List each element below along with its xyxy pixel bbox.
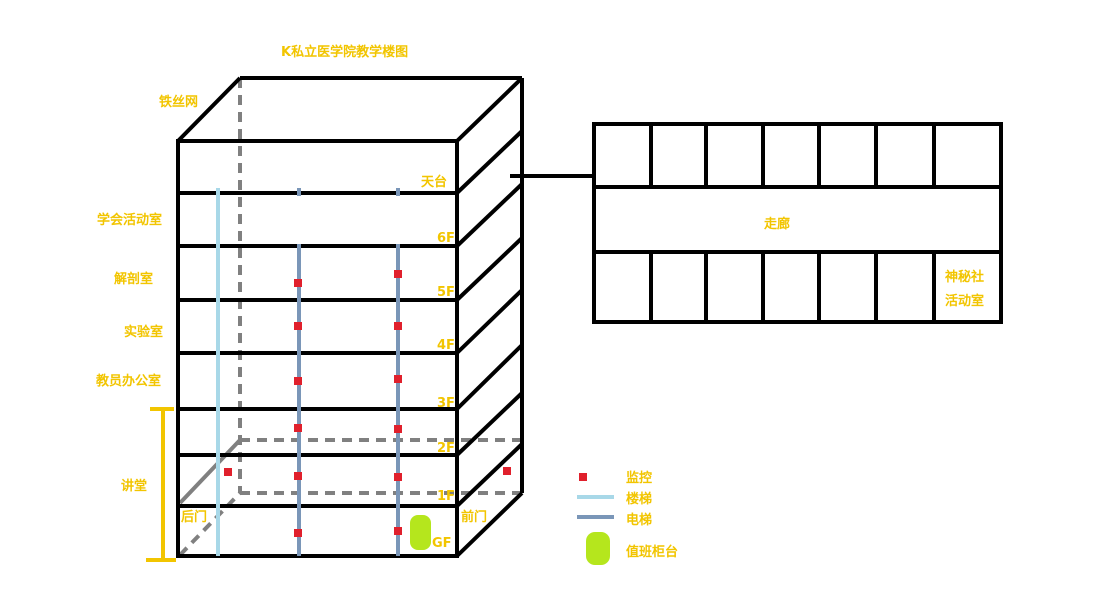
label-2f: 2F [437, 441, 455, 456]
camera-marker [294, 529, 302, 537]
camera-marker [394, 473, 402, 481]
floor-plan [592, 122, 1003, 324]
label-roof: 天台 [421, 174, 447, 190]
label-anatomy: 解剖室 [113, 271, 153, 287]
camera-marker [394, 322, 402, 330]
label-6f: 6F [437, 231, 455, 246]
label-corridor: 走廊 [764, 216, 790, 232]
camera-marker [294, 424, 302, 432]
camera-marker [294, 472, 302, 480]
camera-marker [294, 279, 302, 287]
camera-markers [224, 270, 511, 537]
legend [577, 473, 614, 565]
label-faculty-office: 教员办公室 [95, 373, 161, 389]
camera-marker [503, 467, 511, 475]
legend-stairs-label: 楼梯 [626, 491, 652, 507]
legend-camera-label: 监控 [626, 470, 652, 486]
label-gf: GF [432, 536, 452, 551]
label-4f: 4F [437, 338, 455, 353]
camera-marker [294, 377, 302, 385]
label-back-door: 后门 [181, 509, 207, 525]
duty-counter-marker [410, 515, 431, 550]
side-face-diagonals [455, 129, 524, 508]
camera-marker [394, 375, 402, 383]
label-lab: 实验室 [124, 324, 163, 340]
floor-lines [178, 191, 457, 508]
label-club-line2: 活动室 [945, 293, 984, 309]
building-outline [176, 76, 524, 558]
camera-marker [224, 468, 232, 476]
elevator-shafts [297, 188, 400, 556]
legend-camera-swatch [579, 473, 587, 481]
lecture-hall-bracket [146, 407, 176, 562]
legend-counter-swatch [586, 532, 610, 565]
diagram-title: K私立医学院教学楼图 [281, 44, 408, 60]
label-5f: 5F [437, 285, 455, 300]
label-student-union: 学会活动室 [97, 212, 162, 228]
hidden-diagonal-2f [178, 438, 242, 505]
label-club-line1: 神秘社 [945, 269, 984, 285]
legend-elevator-label: 电梯 [626, 512, 652, 528]
label-wire-net: 铁丝网 [158, 94, 198, 110]
label-front-door: 前门 [461, 509, 487, 525]
camera-marker [394, 270, 402, 278]
camera-marker [394, 425, 402, 433]
label-3f: 3F [437, 396, 455, 411]
label-lecture-hall: 讲堂 [121, 478, 147, 494]
label-1f: 1F [437, 489, 455, 504]
camera-marker [294, 322, 302, 330]
legend-counter-label: 值班柜台 [626, 544, 678, 560]
hidden-edges [178, 78, 522, 557]
camera-marker [394, 527, 402, 535]
